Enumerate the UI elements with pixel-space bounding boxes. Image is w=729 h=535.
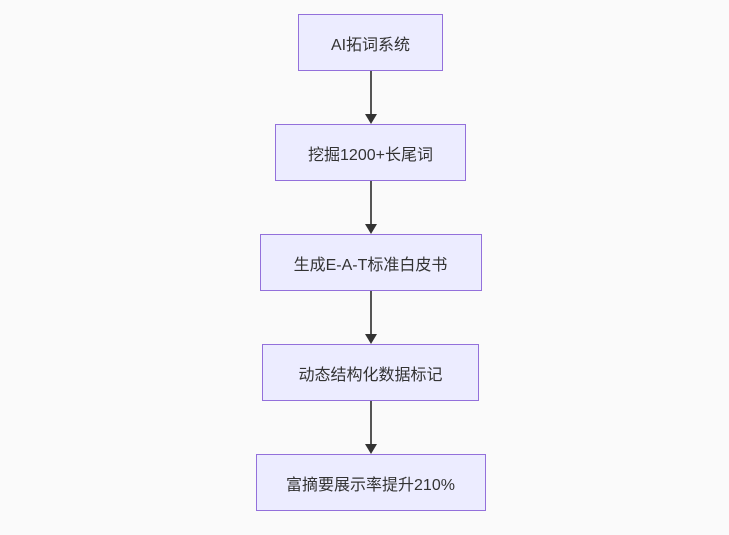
edge-line (369, 291, 372, 335)
flowchart-edge-4-5 (364, 401, 377, 454)
flowchart-edge-3-4 (364, 291, 377, 344)
flowchart-node-mine-longtail-keywords: 挖掘1200+长尾词 (275, 124, 466, 181)
arrow-down-icon (364, 224, 377, 234)
flowchart-node-ai-word-expansion-system: AI拓词系统 (298, 14, 443, 71)
arrow-down-icon (364, 114, 377, 124)
flowchart-node-generate-eat-whitepaper: 生成E-A-T标准白皮书 (259, 234, 482, 291)
edge-line (369, 401, 372, 445)
flowchart-edge-2-3 (364, 181, 377, 234)
flowchart-node-rich-snippet-rate-increase: 富摘要展示率提升210% (255, 454, 486, 511)
arrow-down-icon (364, 334, 377, 344)
node-label: AI拓词系统 (330, 36, 411, 54)
node-label: 富摘要展示率提升210% (286, 476, 455, 494)
flowchart: AI拓词系统 挖掘1200+长尾词 生成E-A-T标准白皮书 动态结构化数据标记… (255, 14, 486, 511)
flowchart-node-dynamic-structured-data-markup: 动态结构化数据标记 (262, 344, 479, 401)
edge-line (369, 71, 372, 115)
node-label: 动态结构化数据标记 (298, 366, 443, 384)
arrow-down-icon (364, 444, 377, 454)
node-label: 挖掘1200+长尾词 (308, 146, 433, 164)
edge-line (369, 181, 372, 225)
node-label: 生成E-A-T标准白皮书 (293, 256, 448, 274)
flowchart-edge-1-2 (364, 71, 377, 124)
